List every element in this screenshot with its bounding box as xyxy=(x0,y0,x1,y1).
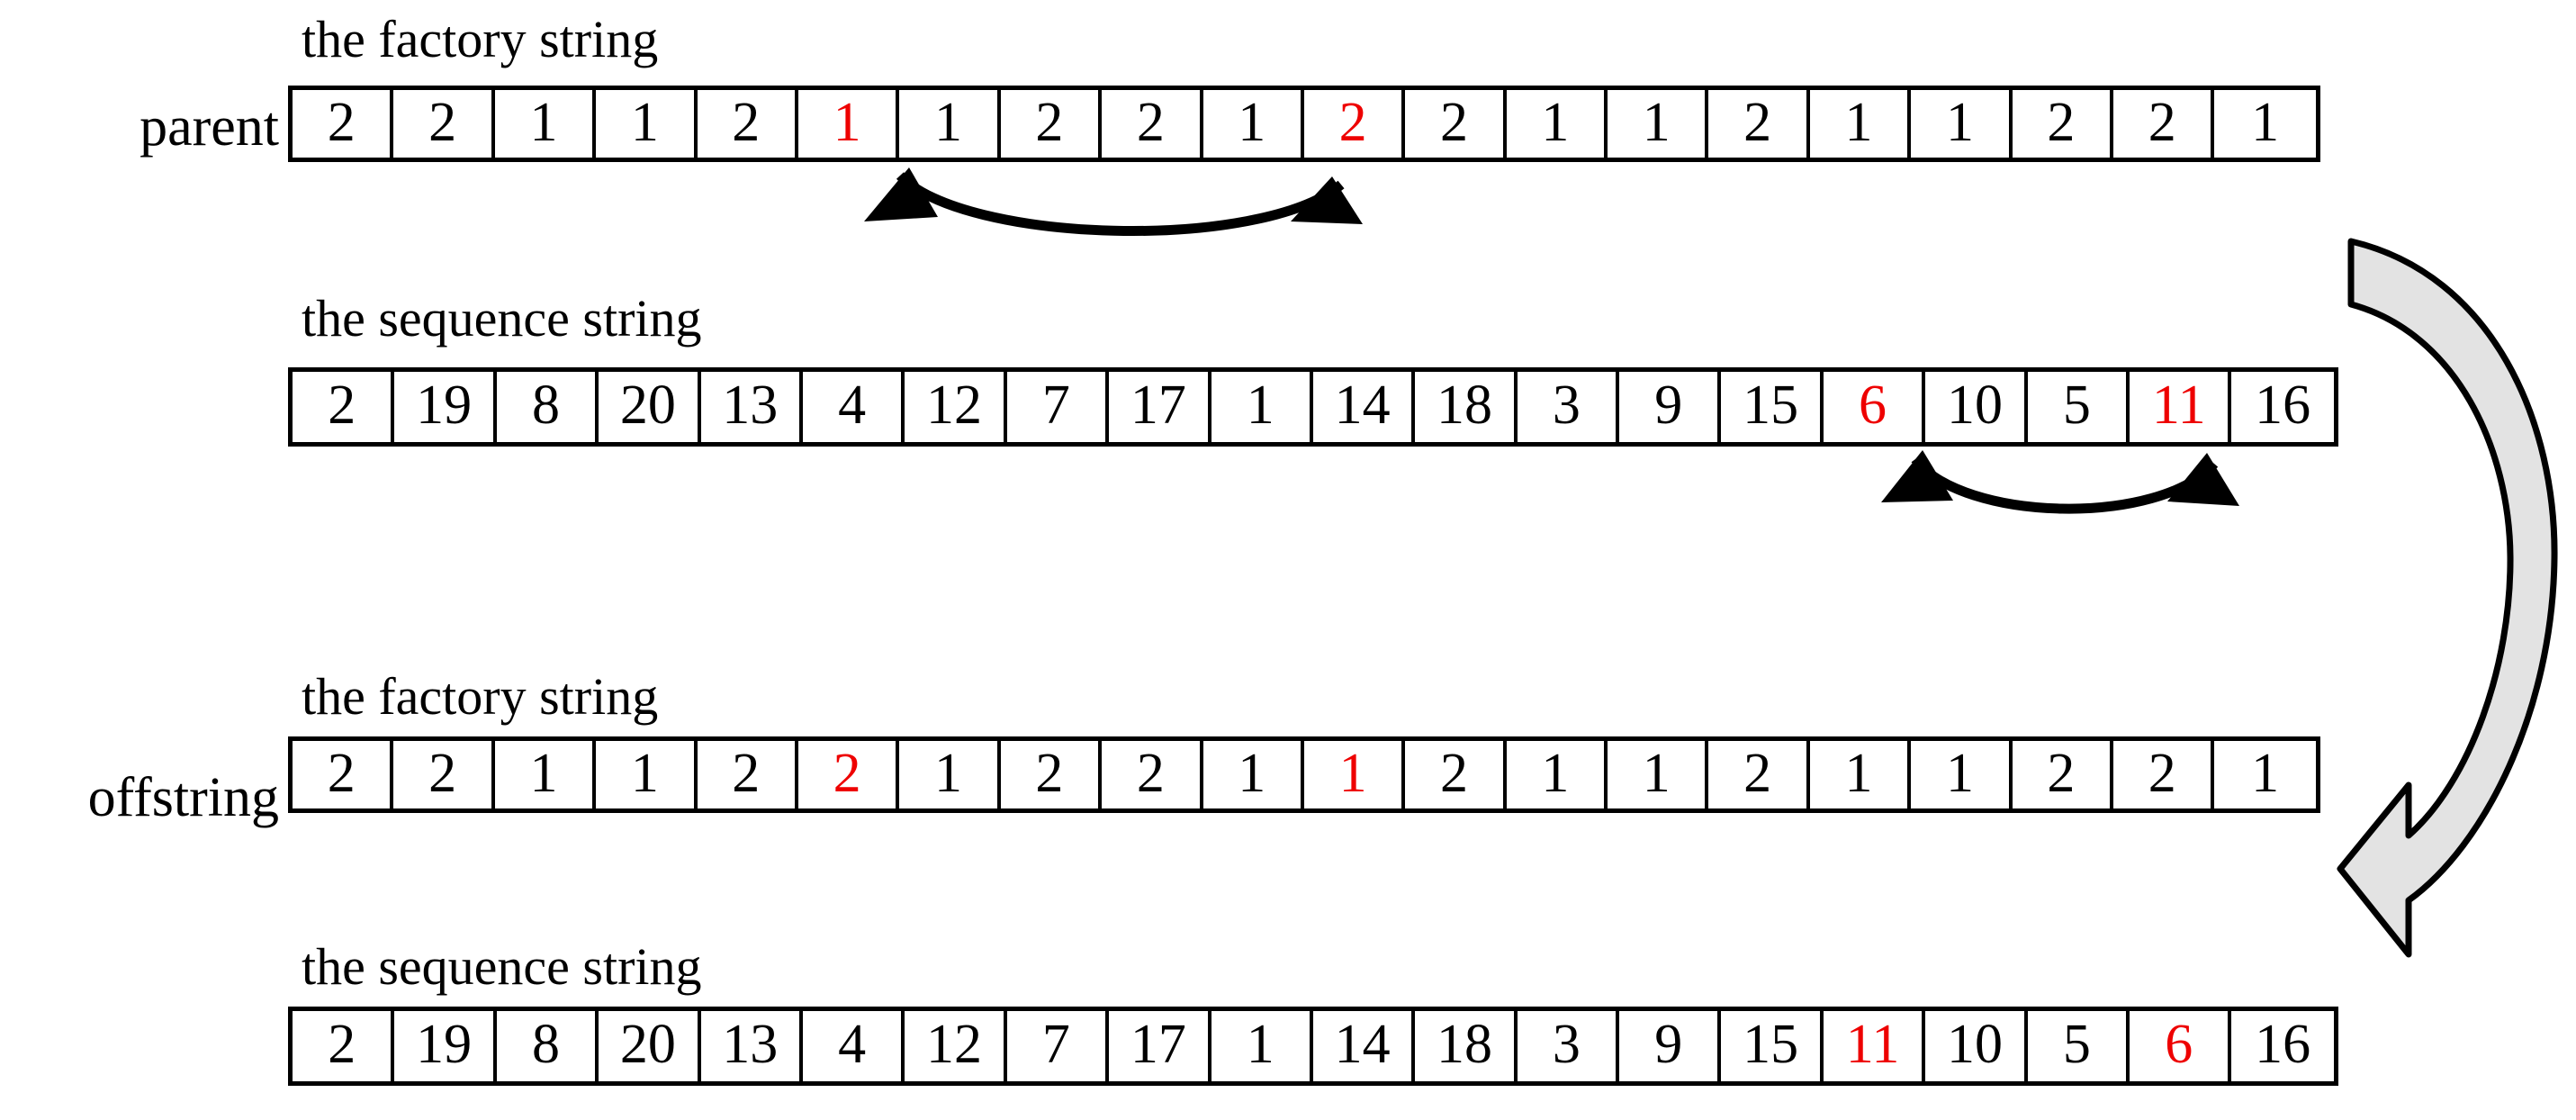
parent-factory-cell-6: 1 xyxy=(899,90,1001,158)
parent-sequence-cell-3: 20 xyxy=(599,372,701,442)
parent-sequence-cell-5: 4 xyxy=(802,372,905,442)
parent-factory-cell-12: 1 xyxy=(1506,90,1608,158)
offstring-sequence-cell-7: 7 xyxy=(1006,1011,1110,1081)
offstring-sequence-cell-16: 10 xyxy=(1925,1011,2028,1081)
parent-factory-cell-10: 2 xyxy=(1303,90,1406,158)
parent-sequence-cell-13: 9 xyxy=(1619,372,1722,442)
parent-factory-cell-5: 1 xyxy=(797,90,900,158)
parent-row-label: parent xyxy=(140,96,279,158)
offstring-factory-cell-9: 1 xyxy=(1202,741,1304,808)
offstring-factory-caption: the factory string xyxy=(302,667,659,726)
offstring-factory-cell-16: 1 xyxy=(1911,741,2013,808)
offstring-sequence-cell-10: 14 xyxy=(1312,1011,1416,1081)
parent-sequence-cell-12: 3 xyxy=(1517,372,1620,442)
offstring-sequence-cell-15: 11 xyxy=(1823,1011,1926,1081)
parent-factory-cell-16: 1 xyxy=(1911,90,2013,158)
parent-sequence-caption: the sequence string xyxy=(302,289,702,348)
parent-factory-cell-19: 1 xyxy=(2214,90,2316,158)
offstring-sequence-cell-6: 12 xyxy=(905,1011,1007,1081)
parent-sequence-cell-15: 6 xyxy=(1823,372,1926,442)
offstring-factory-cell-19: 1 xyxy=(2214,741,2316,808)
offstring-row-label: offstring xyxy=(87,767,279,828)
offstring-sequence-caption: the sequence string xyxy=(302,937,702,996)
offstring-factory-cell-4: 2 xyxy=(697,741,798,808)
parent-factory-cell-1: 2 xyxy=(393,90,495,158)
offstring-factory-cell-15: 1 xyxy=(1809,741,1912,808)
parent-factory-cell-8: 2 xyxy=(1102,90,1203,158)
offstring-sequence-cell-13: 9 xyxy=(1619,1011,1722,1081)
parent-sequence-cell-18: 11 xyxy=(2130,372,2232,442)
parent-sequence-cell-0: 2 xyxy=(293,372,395,442)
offstring-factory-cell-7: 2 xyxy=(1000,741,1103,808)
offstring-sequence-cell-11: 18 xyxy=(1415,1011,1518,1081)
parent-sequence-cell-11: 18 xyxy=(1415,372,1518,442)
parent-factory-cell-0: 2 xyxy=(293,90,394,158)
offstring-sequence-cell-0: 2 xyxy=(293,1011,395,1081)
parent-sequence-cell-8: 17 xyxy=(1109,372,1211,442)
parent-sequence-cell-6: 12 xyxy=(905,372,1007,442)
offstring-factory-cell-17: 2 xyxy=(2012,741,2114,808)
parent-factory-cell-7: 2 xyxy=(1000,90,1103,158)
parent-factory-swap-arrow xyxy=(864,167,1363,236)
parent-factory-cell-13: 1 xyxy=(1608,90,1709,158)
parent-factory-cell-9: 1 xyxy=(1202,90,1304,158)
offstring-sequence-cell-1: 19 xyxy=(394,1011,497,1081)
offstring-sequence-cell-12: 3 xyxy=(1517,1011,1620,1081)
parent-sequence-cell-19: 16 xyxy=(2231,372,2334,442)
parent-factory-cell-18: 2 xyxy=(2113,90,2215,158)
parent-sequence-cell-14: 15 xyxy=(1721,372,1824,442)
parent-factory-cell-15: 1 xyxy=(1809,90,1912,158)
parent-sequence-cell-7: 7 xyxy=(1006,372,1110,442)
parent-factory-cell-2: 1 xyxy=(494,90,597,158)
offstring-factory-cell-1: 2 xyxy=(393,741,495,808)
offstring-sequence-cell-14: 15 xyxy=(1721,1011,1824,1081)
parent-sequence-cell-10: 14 xyxy=(1312,372,1416,442)
parent-sequence-cell-2: 8 xyxy=(496,372,599,442)
parent-factory-cell-11: 2 xyxy=(1405,90,1507,158)
offstring-factory-cell-6: 1 xyxy=(899,741,1001,808)
parent-sequence-cell-17: 5 xyxy=(2027,372,2130,442)
offstring-sequence-cell-4: 13 xyxy=(700,1011,803,1081)
offstring-sequence-cell-19: 16 xyxy=(2231,1011,2334,1081)
parent-factory-cell-3: 1 xyxy=(596,90,698,158)
parent-sequence-cell-4: 13 xyxy=(700,372,803,442)
offstring-factory-cell-8: 2 xyxy=(1102,741,1203,808)
parent-sequence-swap-arrow xyxy=(1881,450,2239,514)
offstring-sequence-cell-5: 4 xyxy=(802,1011,905,1081)
offstring-factory-cell-11: 2 xyxy=(1405,741,1507,808)
parent-factory-cell-14: 2 xyxy=(1708,90,1810,158)
offstring-factory-cell-18: 2 xyxy=(2113,741,2215,808)
offstring-factory-cell-2: 1 xyxy=(494,741,597,808)
parent-factory-cell-17: 2 xyxy=(2012,90,2114,158)
offstring-factory-cell-0: 2 xyxy=(293,741,394,808)
offstring-factory-cell-10: 1 xyxy=(1303,741,1406,808)
offstring-factory-cell-3: 1 xyxy=(596,741,698,808)
offstring-factory-cell-5: 2 xyxy=(797,741,900,808)
parent-sequence-cell-1: 19 xyxy=(394,372,497,442)
offstring-sequence-cell-3: 20 xyxy=(599,1011,701,1081)
offstring-sequence-cell-18: 6 xyxy=(2130,1011,2232,1081)
parent-sequence-cell-16: 10 xyxy=(1925,372,2028,442)
offstring-factory-cell-13: 1 xyxy=(1608,741,1709,808)
offstring-sequence-cell-8: 17 xyxy=(1109,1011,1211,1081)
offstring-sequence-cell-2: 8 xyxy=(496,1011,599,1081)
offstring-sequence-cell-17: 5 xyxy=(2027,1011,2130,1081)
parent-factory-cell-4: 2 xyxy=(697,90,798,158)
parent-sequence-cell-9: 1 xyxy=(1211,372,1313,442)
offstring-factory-cell-12: 1 xyxy=(1506,741,1608,808)
offstring-sequence-cell-9: 1 xyxy=(1211,1011,1313,1081)
parent-factory-caption: the factory string xyxy=(302,10,659,68)
mutation-flow-arrow xyxy=(2337,238,2558,958)
offstring-factory-cell-14: 2 xyxy=(1708,741,1810,808)
